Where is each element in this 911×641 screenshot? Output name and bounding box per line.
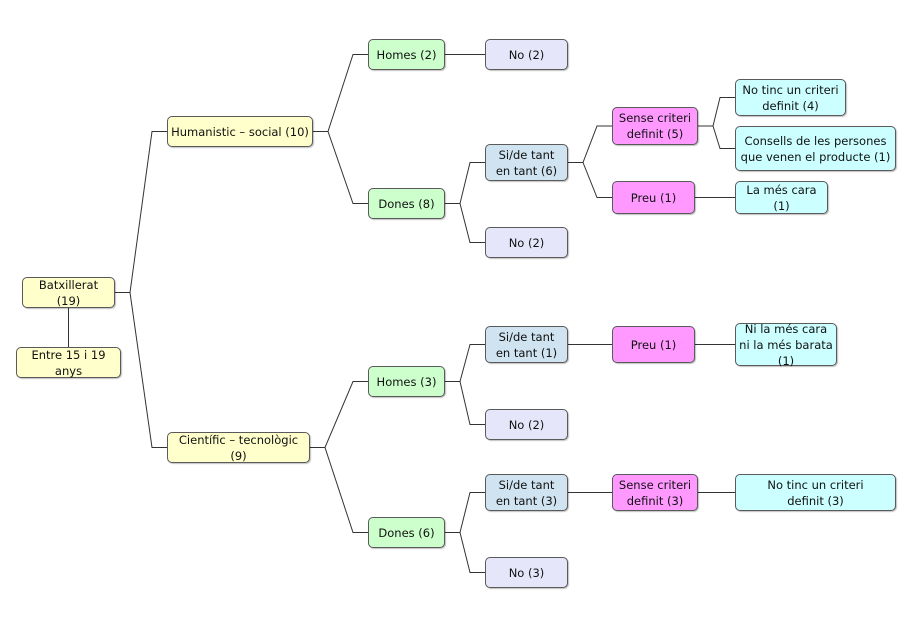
node-d1: No tinc un criteri definit (4) xyxy=(735,79,846,116)
node-label: No tinc un criteri definit (3) xyxy=(767,477,864,508)
connector-cie-d xyxy=(310,447,368,533)
connector-hum xyxy=(115,131,167,293)
node-label: No tinc un criteri definit (4) xyxy=(742,82,839,113)
node-hum-d-no: No (2) xyxy=(485,227,568,258)
node-cie-h-no: No (2) xyxy=(485,409,568,440)
node-label: Si/de tant en tant (3) xyxy=(495,477,558,508)
connector-d2 xyxy=(698,125,735,149)
node-c2: Preu (1) xyxy=(612,181,695,214)
node-d4: Ni la més cara ni la més barata (1) xyxy=(735,321,837,368)
node-d5: No tinc un criteri definit (3) xyxy=(735,474,896,511)
node-cie-d: Dones (6) xyxy=(368,517,445,548)
node-label: Entre 15 i 19 anys xyxy=(31,347,106,378)
node-label: No (2) xyxy=(508,417,545,432)
node-age: Entre 15 i 19 anys xyxy=(16,347,121,378)
node-label: No (2) xyxy=(508,235,545,250)
connector-hum-d-no xyxy=(445,203,485,243)
connector-cie-d-si xyxy=(445,492,485,533)
node-label: Consells de les persones que venen el pr… xyxy=(740,133,891,164)
connector-c2 xyxy=(568,162,612,198)
connector-hum-d-si xyxy=(445,162,485,204)
node-cie: Científic – tecnològic (9) xyxy=(167,432,310,463)
node-hum-d-si: Si/de tant en tant (6) xyxy=(485,144,568,181)
node-label: La més cara (1) xyxy=(746,182,817,213)
node-label: Dones (6) xyxy=(378,525,435,540)
node-label: No (2) xyxy=(508,47,545,62)
node-label: Científic – tecnològic (9) xyxy=(178,432,299,463)
connector-cie-h xyxy=(310,381,368,448)
node-label: Humanistic – social (10) xyxy=(171,124,309,139)
connector-hum-h xyxy=(313,54,368,132)
node-hum: Humanistic – social (10) xyxy=(167,116,313,147)
node-label: Batxillerat (19) xyxy=(38,277,99,308)
node-batx: Batxillerat (19) xyxy=(22,277,115,308)
node-label: Si/de tant en tant (6) xyxy=(495,147,558,178)
node-hum-d: Dones (8) xyxy=(368,188,445,219)
node-label: Dones (8) xyxy=(378,196,435,211)
node-label: Preu (1) xyxy=(630,190,677,205)
connector-cie-d-no xyxy=(445,532,485,573)
node-label: Sense criteri definit (3) xyxy=(618,477,692,508)
node-hum-h-no: No (2) xyxy=(485,39,568,70)
node-cie-h-si: Si/de tant en tant (1) xyxy=(485,326,568,363)
connector-d1 xyxy=(698,97,735,127)
connector-cie-h-no xyxy=(445,381,485,425)
connector-hum-d xyxy=(313,131,368,204)
node-c3: Preu (1) xyxy=(612,326,695,363)
node-cie-h: Homes (3) xyxy=(368,366,445,397)
node-label: Ni la més cara ni la més barata (1) xyxy=(739,321,833,368)
node-label: Si/de tant en tant (1) xyxy=(495,329,558,360)
node-c1: Sense criteri definit (5) xyxy=(612,107,698,145)
node-d3: La més cara (1) xyxy=(735,181,828,214)
node-cie-d-si: Si/de tant en tant (3) xyxy=(485,474,568,511)
connector-c1 xyxy=(568,125,612,163)
node-cie-d-no: No (3) xyxy=(485,557,568,588)
node-c4: Sense criteri definit (3) xyxy=(612,474,698,511)
node-label: Homes (2) xyxy=(376,47,437,62)
node-hum-h: Homes (2) xyxy=(368,39,445,70)
connector-cie xyxy=(115,292,167,448)
node-label: Homes (3) xyxy=(376,374,437,389)
node-label: No (3) xyxy=(508,565,545,580)
connector-cie-h-si xyxy=(445,344,485,382)
node-label: Sense criteri definit (5) xyxy=(618,111,692,141)
node-d2: Consells de les persones que venen el pr… xyxy=(735,126,896,171)
node-label: Preu (1) xyxy=(630,337,677,352)
